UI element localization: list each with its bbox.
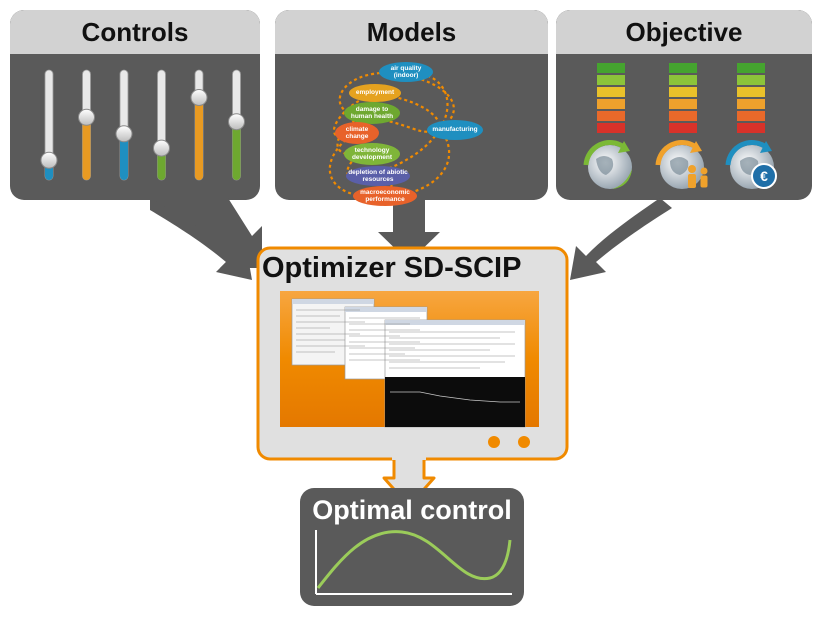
node-depletion: [346, 166, 410, 186]
objective-bar-segment: [669, 75, 697, 85]
slider-knob: [78, 108, 95, 126]
objective-bar-segment: [597, 111, 625, 121]
svg-text:€: €: [760, 168, 768, 184]
indicator-light-1: [488, 436, 500, 448]
screenshot-windows: [291, 298, 526, 428]
objective-bar-segment: [737, 87, 765, 97]
node-label-air-quality: air quality (indoor): [390, 65, 422, 79]
model-node-shapes: [335, 62, 483, 206]
node-label-manufacturing: manufacturing: [432, 126, 478, 133]
objective-title: Objective: [556, 10, 812, 54]
models-title: Models: [275, 10, 548, 54]
controls-arrow-body: [150, 198, 252, 280]
objective-bar-segment: [737, 75, 765, 85]
node-label-macroeconomic: macroeconomic performance: [360, 189, 410, 203]
slider-knob: [153, 139, 170, 157]
node-air-quality: [379, 62, 433, 82]
objective-bar-segment: [597, 99, 625, 109]
objective-bar-segment: [597, 75, 625, 85]
objective-bar-segment: [669, 87, 697, 97]
objective-bar-segment: [669, 63, 697, 73]
controls-title: Controls: [10, 10, 260, 54]
slider-fill: [120, 133, 128, 180]
node-macroeconomic: [353, 186, 417, 206]
objective-bar-segment: [737, 63, 765, 73]
slider-knob: [115, 125, 133, 143]
optimizer-title: Optimizer SD-SCIP: [262, 252, 522, 284]
node-label-employment: employment: [355, 89, 395, 96]
objective-bar-segment: [669, 111, 697, 121]
objective-bar-segment: [597, 63, 625, 73]
slider-knob: [40, 151, 58, 169]
objective-arrow: [570, 198, 672, 280]
optimal-control-box: [300, 488, 524, 606]
indicator-light-2: [518, 436, 530, 448]
optimal-control-title: Optimal control: [312, 495, 512, 525]
slider-knob: [190, 89, 208, 106]
node-label-technology: technology development: [351, 147, 393, 161]
slider-fill: [195, 97, 203, 180]
objective-bar-segment: [737, 123, 765, 133]
models-panel: Models: [275, 10, 548, 200]
slider-knob: [228, 113, 245, 131]
models-arrow: [378, 198, 440, 262]
objective-bar-segment: [737, 99, 765, 109]
node-technology: [344, 143, 400, 165]
node-climate-change: [335, 122, 379, 144]
node-damage-health: [344, 102, 400, 124]
node-label-climate-change: climate change: [345, 126, 369, 140]
control-curve: [316, 530, 512, 589]
globe-euro-icon: €: [725, 139, 777, 189]
objective-bar-segment: [597, 123, 625, 133]
node-label-damage-health: damage to human health: [350, 106, 394, 120]
objective-bars: [597, 63, 765, 133]
slider-fill: [232, 121, 241, 180]
node-manufacturing: [427, 120, 483, 140]
objective-bar-segment: [597, 87, 625, 97]
node-employment: [349, 84, 401, 102]
globe-recycle-icon: [583, 139, 632, 189]
node-label-depletion: depletion of abiotic resources: [348, 169, 408, 183]
objective-bar-segment: [669, 123, 697, 133]
globe-people-icon: [655, 139, 708, 189]
objective-bar-segment: [737, 111, 765, 121]
objective-bar-segment: [669, 99, 697, 109]
slider-fill: [82, 117, 91, 180]
sliders-group: [40, 69, 245, 181]
